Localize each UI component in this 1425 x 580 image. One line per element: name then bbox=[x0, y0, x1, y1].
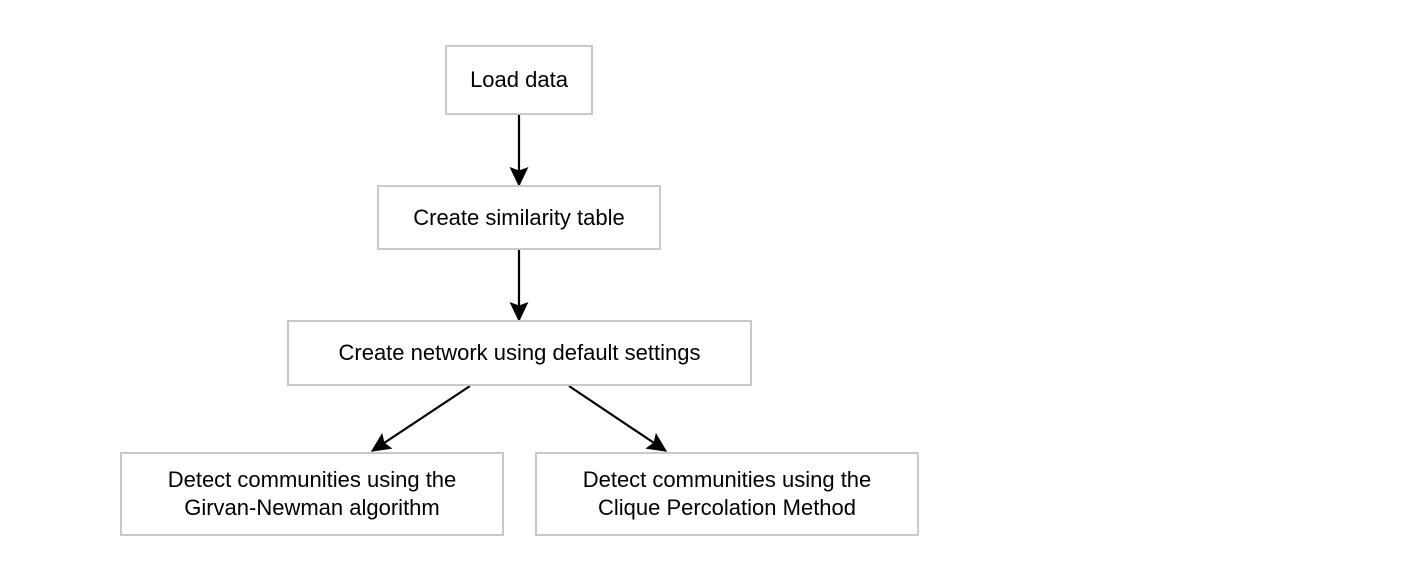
node-detect-communities-clique-percolation[interactable]: Detect communities using the Clique Perc… bbox=[535, 452, 919, 536]
node-create-similarity-table-label: Create similarity table bbox=[413, 204, 625, 230]
node-detect-communities-girvan-newman[interactable]: Detect communities using the Girvan-Newm… bbox=[120, 452, 504, 536]
edge-create-network-to-clique-percolation bbox=[568, 385, 668, 452]
node-detect-communities-clique-percolation-label: Detect communities using the Clique Perc… bbox=[582, 467, 872, 520]
node-create-network[interactable]: Create network using default settings bbox=[287, 320, 752, 386]
node-load-data[interactable]: Load data bbox=[445, 45, 593, 115]
node-load-data-label: Load data bbox=[470, 67, 568, 92]
node-create-network-label: Create network using default settings bbox=[338, 340, 701, 365]
edge-create-network-to-girvan-newman bbox=[370, 385, 471, 452]
node-create-similarity-table[interactable]: Create similarity table bbox=[377, 185, 661, 250]
node-detect-communities-girvan-newman-label: Detect communities using the Girvan-Newm… bbox=[167, 467, 457, 520]
